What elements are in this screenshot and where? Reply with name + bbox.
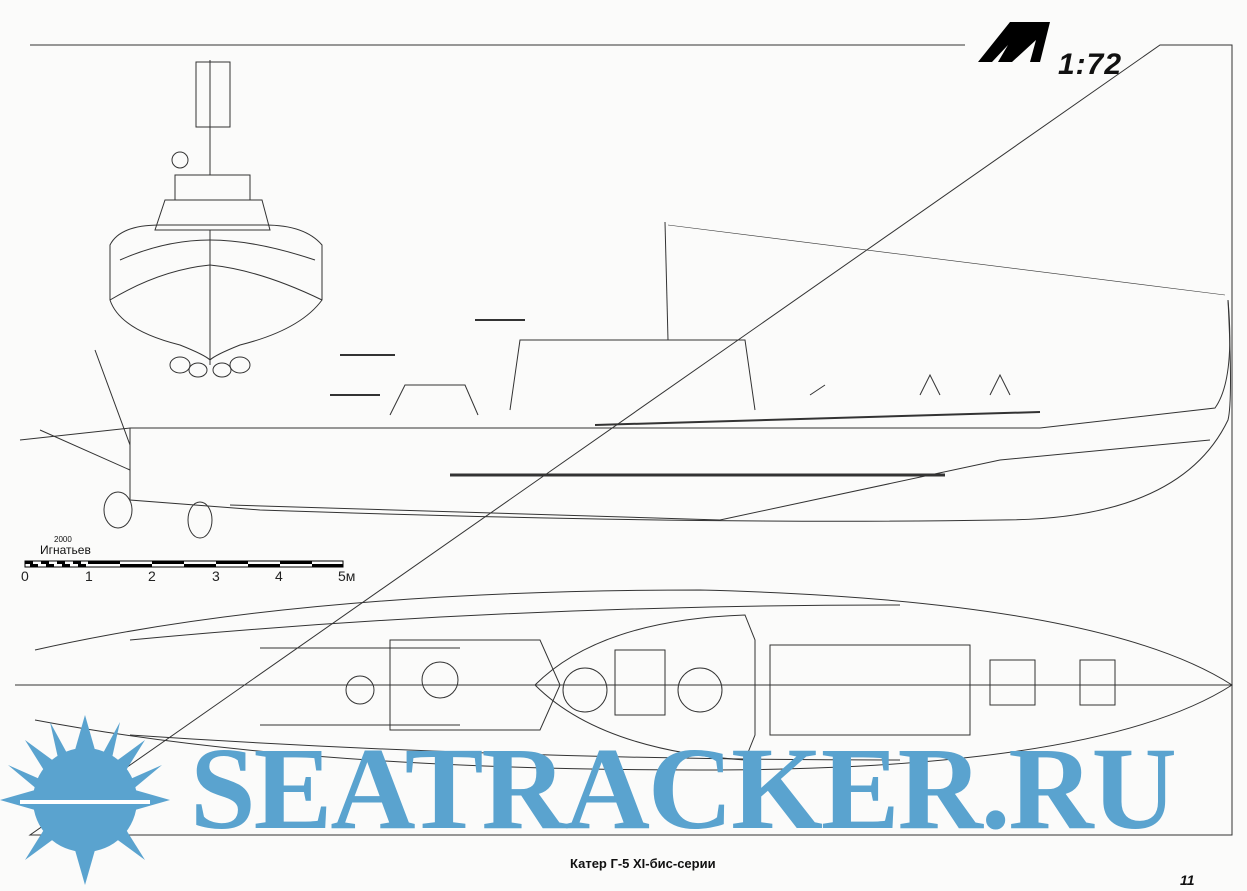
author-signature: 2000 Игнатьев [40, 535, 91, 557]
top-view [15, 589, 1233, 771]
scale-tick: 2 [148, 568, 156, 584]
scale-tick: 1 [85, 568, 93, 584]
front-view [109, 60, 323, 378]
author-name: Игнатьев [40, 543, 91, 557]
drawing-caption: Катер Г-5 XI-бис-серии [570, 856, 716, 871]
scale-tick: 0 [21, 568, 29, 584]
scale-tick: 5м [338, 568, 356, 584]
author-year: 2000 [54, 535, 72, 544]
scale-tick: 4 [275, 568, 283, 584]
side-view [19, 221, 1231, 539]
watermark-text: SEATRACKER.RU [190, 723, 1177, 854]
page-number: 11 [1180, 872, 1195, 888]
magazine-logo [978, 22, 1050, 62]
scale-tick: 3 [212, 568, 220, 584]
scale-bar [24, 560, 344, 568]
page-frame [28, 44, 1233, 836]
scale-label: 1:72 [1058, 48, 1123, 81]
watermark-horizon [20, 800, 150, 804]
